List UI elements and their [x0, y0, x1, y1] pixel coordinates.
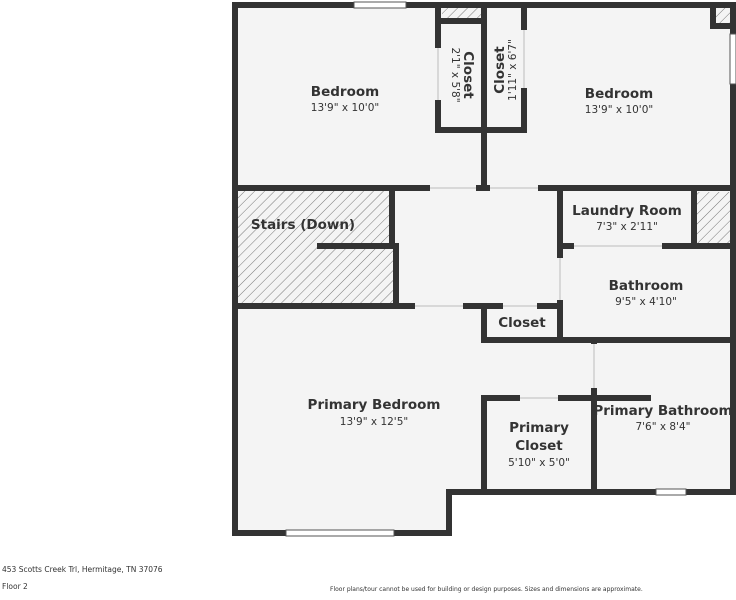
corner-hatch — [715, 8, 730, 24]
room-name-primary-closet-line2: Closet — [515, 438, 563, 454]
room-name-stairs: Stairs (Down) — [251, 217, 355, 233]
room-dims-bathroom: 9'5" x 4'10" — [615, 296, 677, 308]
room-name-bedroom-2: Bedroom — [585, 86, 653, 102]
door-lines — [415, 30, 662, 399]
walls — [232, 2, 736, 536]
floor-label: Floor 2 — [2, 582, 28, 591]
room-name-closet-1: Closet — [460, 51, 476, 99]
room-name-primary-bathroom: Primary Bathroom — [593, 403, 732, 419]
closet-top-hatch — [442, 8, 482, 20]
room-name-primary-bedroom: Primary Bedroom — [308, 397, 441, 413]
room-dims-closet-2: 1'11" x 6'7" — [507, 39, 519, 101]
room-dims-laundry: 7'3" x 2'11" — [596, 221, 658, 233]
room-dims-bedroom-2: 13'9" x 10'0" — [585, 104, 653, 116]
room-name-primary-closet-line1: Primary — [509, 420, 569, 436]
room-dims-primary-closet: 5'10" x 5'0" — [508, 457, 570, 469]
room-name-bathroom: Bathroom — [609, 278, 684, 294]
room-dims-primary-bedroom: 13'9" x 12'5" — [340, 416, 408, 428]
laundry-side-hatch — [697, 192, 730, 244]
room-name-laundry: Laundry Room — [572, 203, 682, 219]
room-dims-primary-bathroom: 7'6" x 8'4" — [635, 421, 690, 433]
disclaimer-text: Floor plans/tour cannot be used for buil… — [330, 586, 643, 593]
room-dims-bedroom-1: 13'9" x 10'0" — [311, 102, 379, 114]
windows — [285, 1, 736, 537]
room-name-closet-2: Closet — [492, 46, 508, 94]
room-name-hall-closet: Closet — [498, 315, 546, 331]
property-address: 453 Scotts Creek Trl, Hermitage, TN 3707… — [2, 565, 163, 574]
room-name-bedroom-1: Bedroom — [311, 84, 379, 100]
room-labels: Bedroom 13'9" x 10'0" Closet 2'1" x 5'8"… — [251, 39, 733, 469]
room-dims-closet-1: 2'1" x 5'8" — [449, 47, 461, 102]
